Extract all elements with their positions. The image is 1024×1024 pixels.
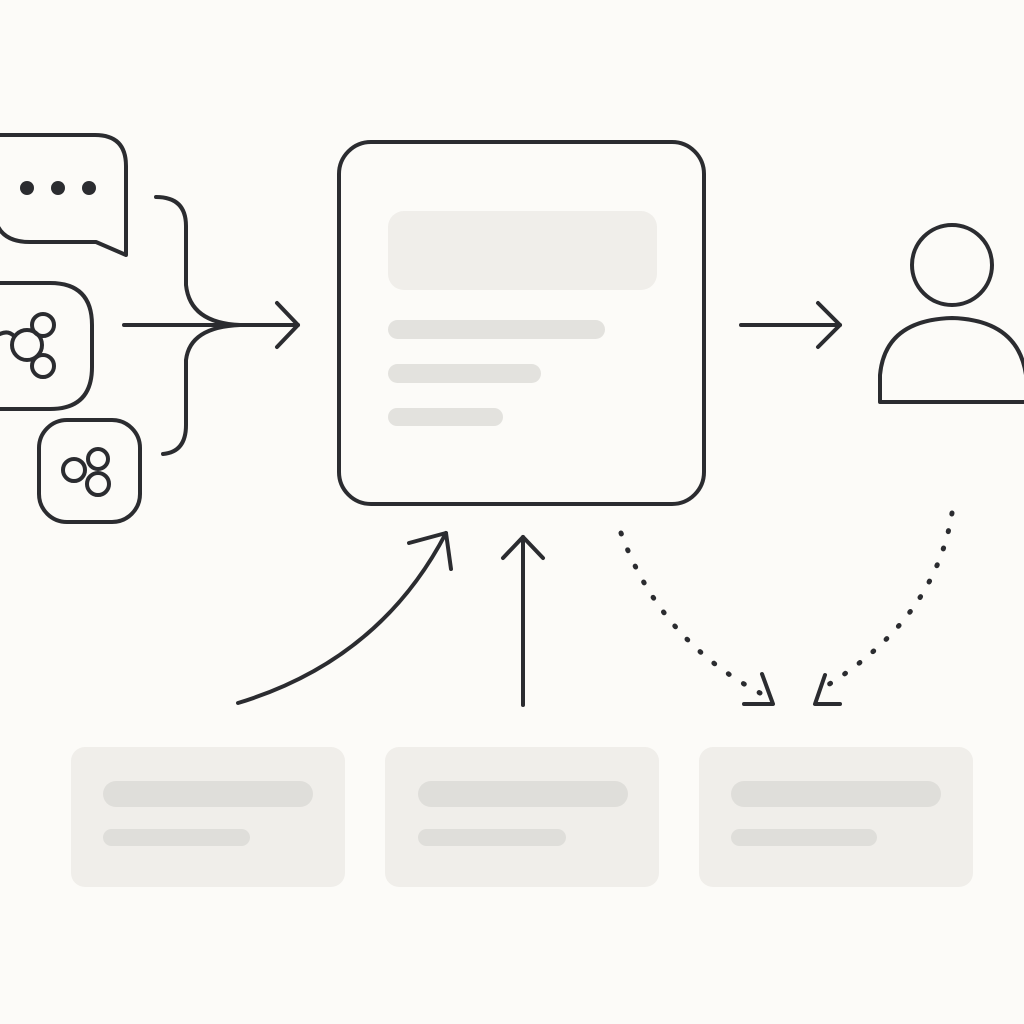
arrow-head-icon bbox=[407, 531, 453, 571]
arrow-head-icon bbox=[275, 301, 300, 349]
card-title-placeholder bbox=[731, 781, 941, 807]
arrow-card2-to-center bbox=[501, 535, 545, 707]
arrow-head-icon bbox=[816, 301, 842, 349]
card-subtitle-placeholder bbox=[731, 829, 877, 846]
card-subtitle-placeholder bbox=[418, 829, 566, 846]
card-subtitle-placeholder bbox=[103, 829, 250, 846]
node-cluster-icon bbox=[0, 281, 94, 411]
card-title-placeholder bbox=[103, 781, 313, 807]
resource-card-1[interactable] bbox=[71, 747, 345, 887]
placeholder-line bbox=[388, 320, 605, 339]
central-document-panel[interactable] bbox=[337, 140, 706, 506]
arrow-head-icon bbox=[742, 672, 775, 706]
ellipsis-dot bbox=[51, 181, 65, 195]
three-circles-icon bbox=[37, 418, 142, 524]
arrow-head-icon bbox=[813, 673, 842, 706]
resource-card-2[interactable] bbox=[385, 747, 659, 887]
card-title-placeholder bbox=[418, 781, 628, 807]
dotted-arrow-center-to-card3 bbox=[618, 530, 775, 706]
placeholder-header-block bbox=[388, 211, 657, 290]
placeholder-line bbox=[388, 364, 541, 383]
merge-connector bbox=[122, 195, 300, 456]
arrow-to-user bbox=[739, 301, 842, 349]
curved-arrow-card1-to-center bbox=[236, 531, 453, 705]
ellipsis-dot bbox=[20, 181, 34, 195]
user-icon[interactable] bbox=[878, 223, 1024, 404]
chat-bubble-ellipsis-icon bbox=[0, 133, 128, 257]
arrow-head-icon bbox=[501, 535, 545, 560]
resource-card-3[interactable] bbox=[699, 747, 973, 887]
dotted-arrow-user-to-card3 bbox=[813, 510, 955, 706]
placeholder-line bbox=[388, 408, 503, 426]
ellipsis-dot bbox=[82, 181, 96, 195]
